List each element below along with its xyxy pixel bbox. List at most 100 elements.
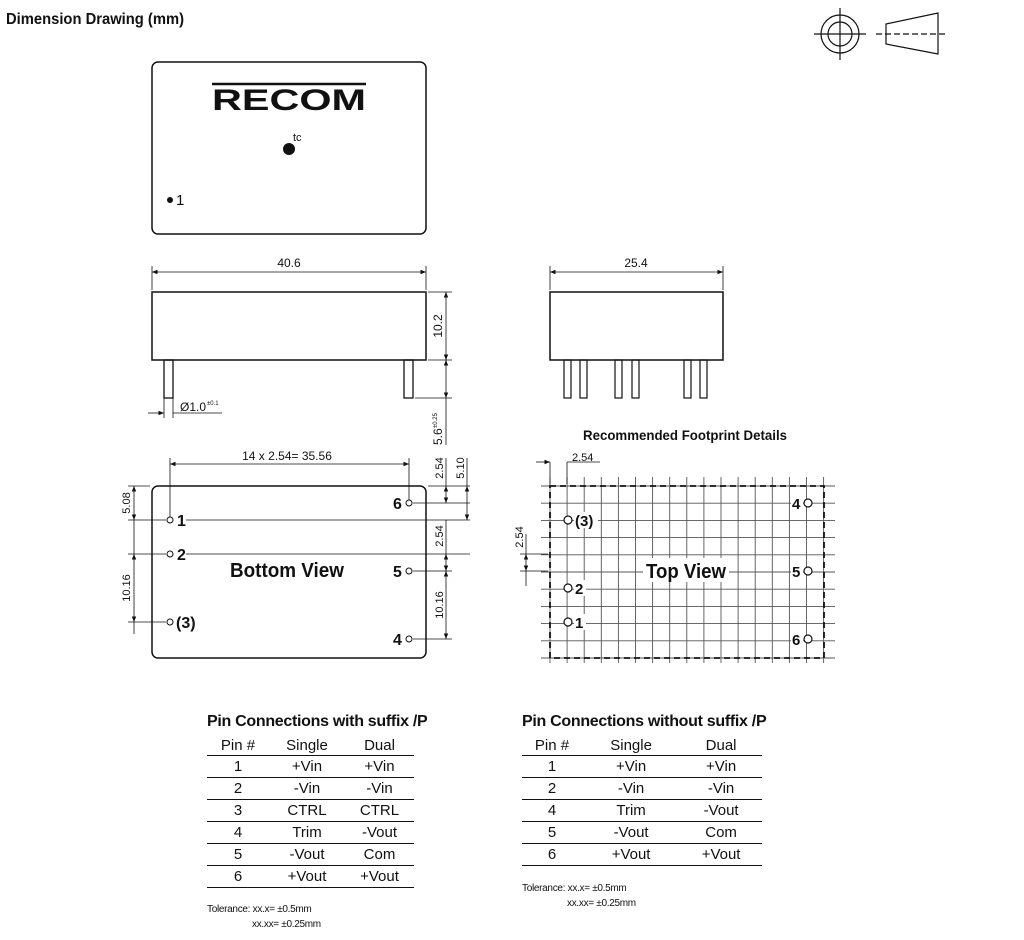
side-view — [549, 266, 724, 399]
table-np-tolerance: Tolerance: xx.x= ±0.5mm xx.xx= ±0.25mm — [522, 881, 636, 911]
table-cell: -Vin — [269, 777, 345, 800]
table-cell: Com — [345, 843, 414, 866]
bottom-pin4-label: 4 — [393, 632, 402, 649]
table-header-row: Pin # Single Dual — [522, 735, 762, 756]
table-cell: -Vin — [680, 777, 762, 800]
table-cell: -Vout — [269, 843, 345, 866]
table-cell: +Vin — [680, 755, 762, 778]
table-cell: CTRL — [269, 799, 345, 822]
bottom-view-label: Bottom View — [230, 560, 344, 582]
table-cell: +Vin — [582, 755, 681, 778]
dim-2-54-right: 2.54 — [434, 525, 446, 546]
table-cell: +Vout — [345, 865, 414, 888]
table-cell: -Vout — [680, 799, 762, 822]
column-header: Pin # — [207, 735, 269, 756]
height-dim-label: 10.2 — [431, 314, 445, 338]
table-cell: 4 — [522, 799, 582, 822]
table-cell: 6 — [522, 843, 582, 866]
dim-10-16-right: 10.16 — [434, 591, 446, 619]
column-header: Single — [269, 735, 345, 756]
table-cell: -Vin — [582, 777, 681, 800]
recom-logo: RECOM — [212, 84, 366, 117]
footprint-pin1-label: 1 — [575, 615, 583, 632]
table-header-row: Pin # Single Dual — [207, 735, 414, 756]
pitch-dim-label: 14 x 2.54= 35.56 — [242, 449, 332, 463]
table-row: 1+Vin+Vin — [207, 755, 414, 778]
table-cell: +Vout — [680, 843, 762, 866]
table-cell: 4 — [207, 821, 269, 844]
footprint-pin2-label: 2 — [575, 581, 583, 598]
table-row: 6+Vout+Vout — [207, 865, 414, 888]
tolerance-line-2: xx.xx= ±0.25mm — [567, 898, 636, 909]
bottom-view — [128, 458, 470, 659]
footprint-pin5-label: 5 — [792, 564, 800, 581]
table-cell: -Vin — [345, 777, 414, 800]
projection-symbol-icon — [814, 8, 946, 60]
bottom-pin2-label: 2 — [177, 547, 186, 564]
table-cell: 1 — [207, 755, 269, 778]
bottom-pin3-label: (3) — [176, 615, 196, 632]
dim-10-16-left: 10.16 — [121, 574, 133, 602]
table-row: 2-Vin-Vin — [207, 777, 414, 800]
table-cell: Trim — [582, 799, 681, 822]
table-cell: +Vin — [269, 755, 345, 778]
front-view — [148, 266, 452, 445]
pin-length-label: 5.6 — [431, 428, 445, 445]
footprint-dim-v: 2.54 — [514, 526, 526, 547]
footprint-pin3-label: (3) — [575, 513, 593, 530]
column-header: Dual — [345, 735, 414, 756]
table-p-title: Pin Connections with suffix /P — [207, 713, 428, 730]
table-p-tolerance: Tolerance: xx.x= ±0.5mm xx.xx= ±0.25mm — [207, 902, 321, 932]
pin1-marker — [167, 197, 173, 203]
footprint-pin6-label: 6 — [792, 632, 800, 649]
column-header: Pin # — [522, 735, 582, 756]
table-cell: 3 — [207, 799, 269, 822]
table-cell: -Vout — [345, 821, 414, 844]
length-dim-label: 40.6 — [277, 256, 301, 270]
footprint-pads — [563, 498, 813, 644]
table-cell: 5 — [522, 821, 582, 844]
case-top-view: RECOM tc 1 — [151, 61, 427, 235]
table-cell: 5 — [207, 843, 269, 866]
table-cell: +Vin — [345, 755, 414, 778]
pin-length-tol: ±0.25 — [433, 412, 439, 428]
footprint-outline — [520, 459, 825, 659]
footprint-pin4-label: 4 — [792, 496, 801, 513]
table-cell: 1 — [522, 755, 582, 778]
width-dim-label: 25.4 — [624, 256, 648, 270]
table-row: 2-Vin-Vin — [522, 777, 762, 800]
tolerance-line-1: Tolerance: xx.x= ±0.5mm — [522, 883, 627, 894]
pin-diameter-tol: ±0.1 — [207, 401, 219, 407]
dim-2-54-top: 2.54 — [434, 457, 446, 478]
bottom-pin1-label: 1 — [177, 513, 186, 530]
table-cell: CTRL — [345, 799, 414, 822]
footprint-title: Recommended Footprint Details — [583, 427, 787, 443]
tolerance-line-2: xx.xx= ±0.25mm — [252, 919, 321, 930]
footprint-dim-h: 2.54 — [572, 452, 593, 464]
pin1-label: 1 — [176, 192, 184, 209]
table-cell: +Vout — [269, 865, 345, 888]
bottom-pin6-label: 6 — [393, 496, 402, 513]
tc-marker — [283, 143, 295, 155]
table-row: 1+Vin+Vin — [522, 755, 762, 778]
table-cell: -Vout — [582, 821, 681, 844]
table-cell: Trim — [269, 821, 345, 844]
dim-5-08: 5.08 — [121, 492, 133, 513]
bottom-pin5-label: 5 — [393, 564, 402, 581]
table-cell: 6 — [207, 865, 269, 888]
dim-5-10: 5.10 — [455, 457, 467, 478]
table-np-title: Pin Connections without suffix /P — [522, 713, 767, 730]
table-cell: 2 — [522, 777, 582, 800]
column-header: Dual — [680, 735, 762, 756]
table-cell: Com — [680, 821, 762, 844]
pin-diameter-label: Ø1.0 — [180, 400, 206, 414]
tc-label: tc — [293, 132, 302, 144]
table-row: 6+Vout+Vout — [522, 843, 762, 866]
